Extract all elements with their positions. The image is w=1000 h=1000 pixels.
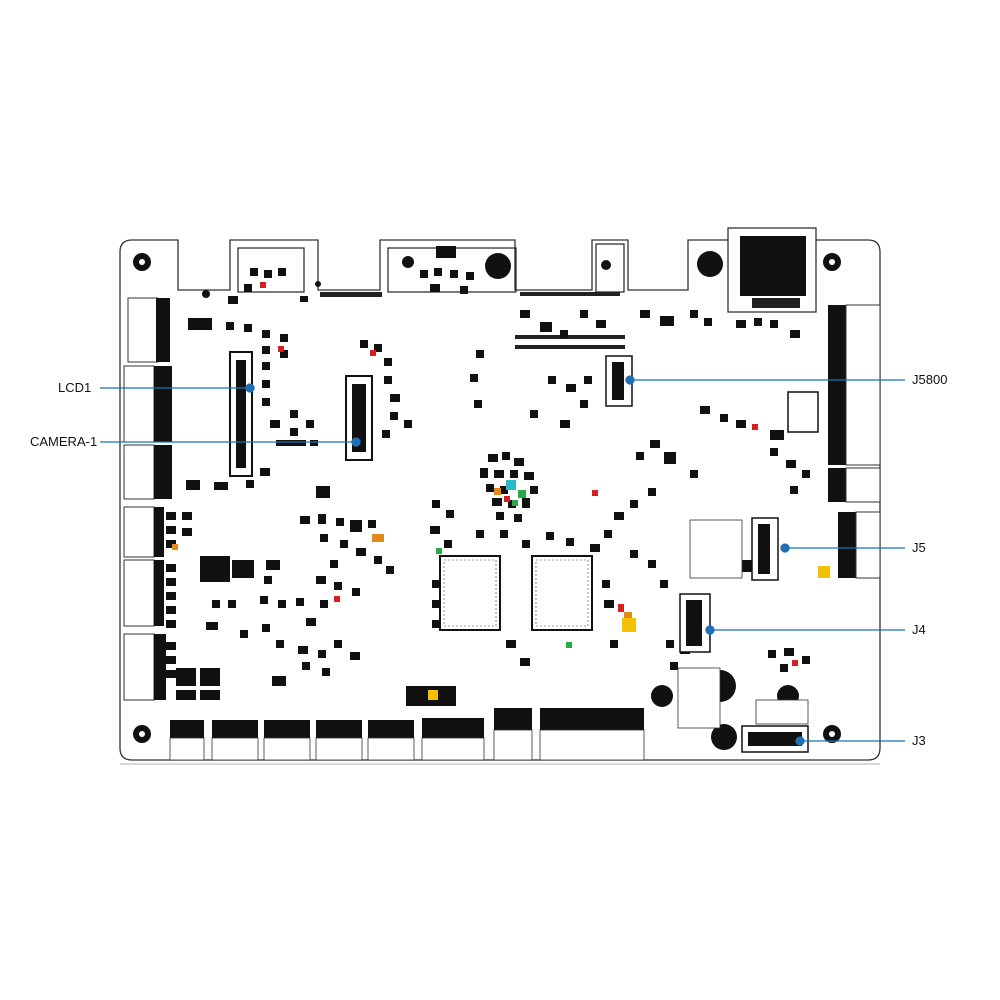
left-headers (123, 297, 172, 701)
j5800-label: J5800 (912, 372, 948, 387)
lcd1-label: LCD1 (58, 380, 92, 395)
camera1-connector (345, 375, 373, 461)
j5-label: J5 (912, 540, 926, 555)
bottom-headers (169, 708, 645, 761)
smd-components (166, 268, 819, 706)
camera1-label: CAMERA-1 (30, 434, 98, 449)
right-headers (828, 304, 881, 579)
j4-label: J4 (912, 622, 926, 637)
j4-connector (677, 593, 721, 729)
ram-chips (439, 555, 593, 631)
j3-connector (741, 699, 809, 753)
mounting-holes (133, 253, 841, 743)
lcd1-connector (229, 351, 253, 477)
callout-leaders (100, 375, 905, 746)
top-pin-rows (320, 292, 625, 349)
colored-accents (172, 282, 830, 700)
j5-connector (689, 517, 779, 581)
j3-label: J3 (912, 733, 926, 748)
